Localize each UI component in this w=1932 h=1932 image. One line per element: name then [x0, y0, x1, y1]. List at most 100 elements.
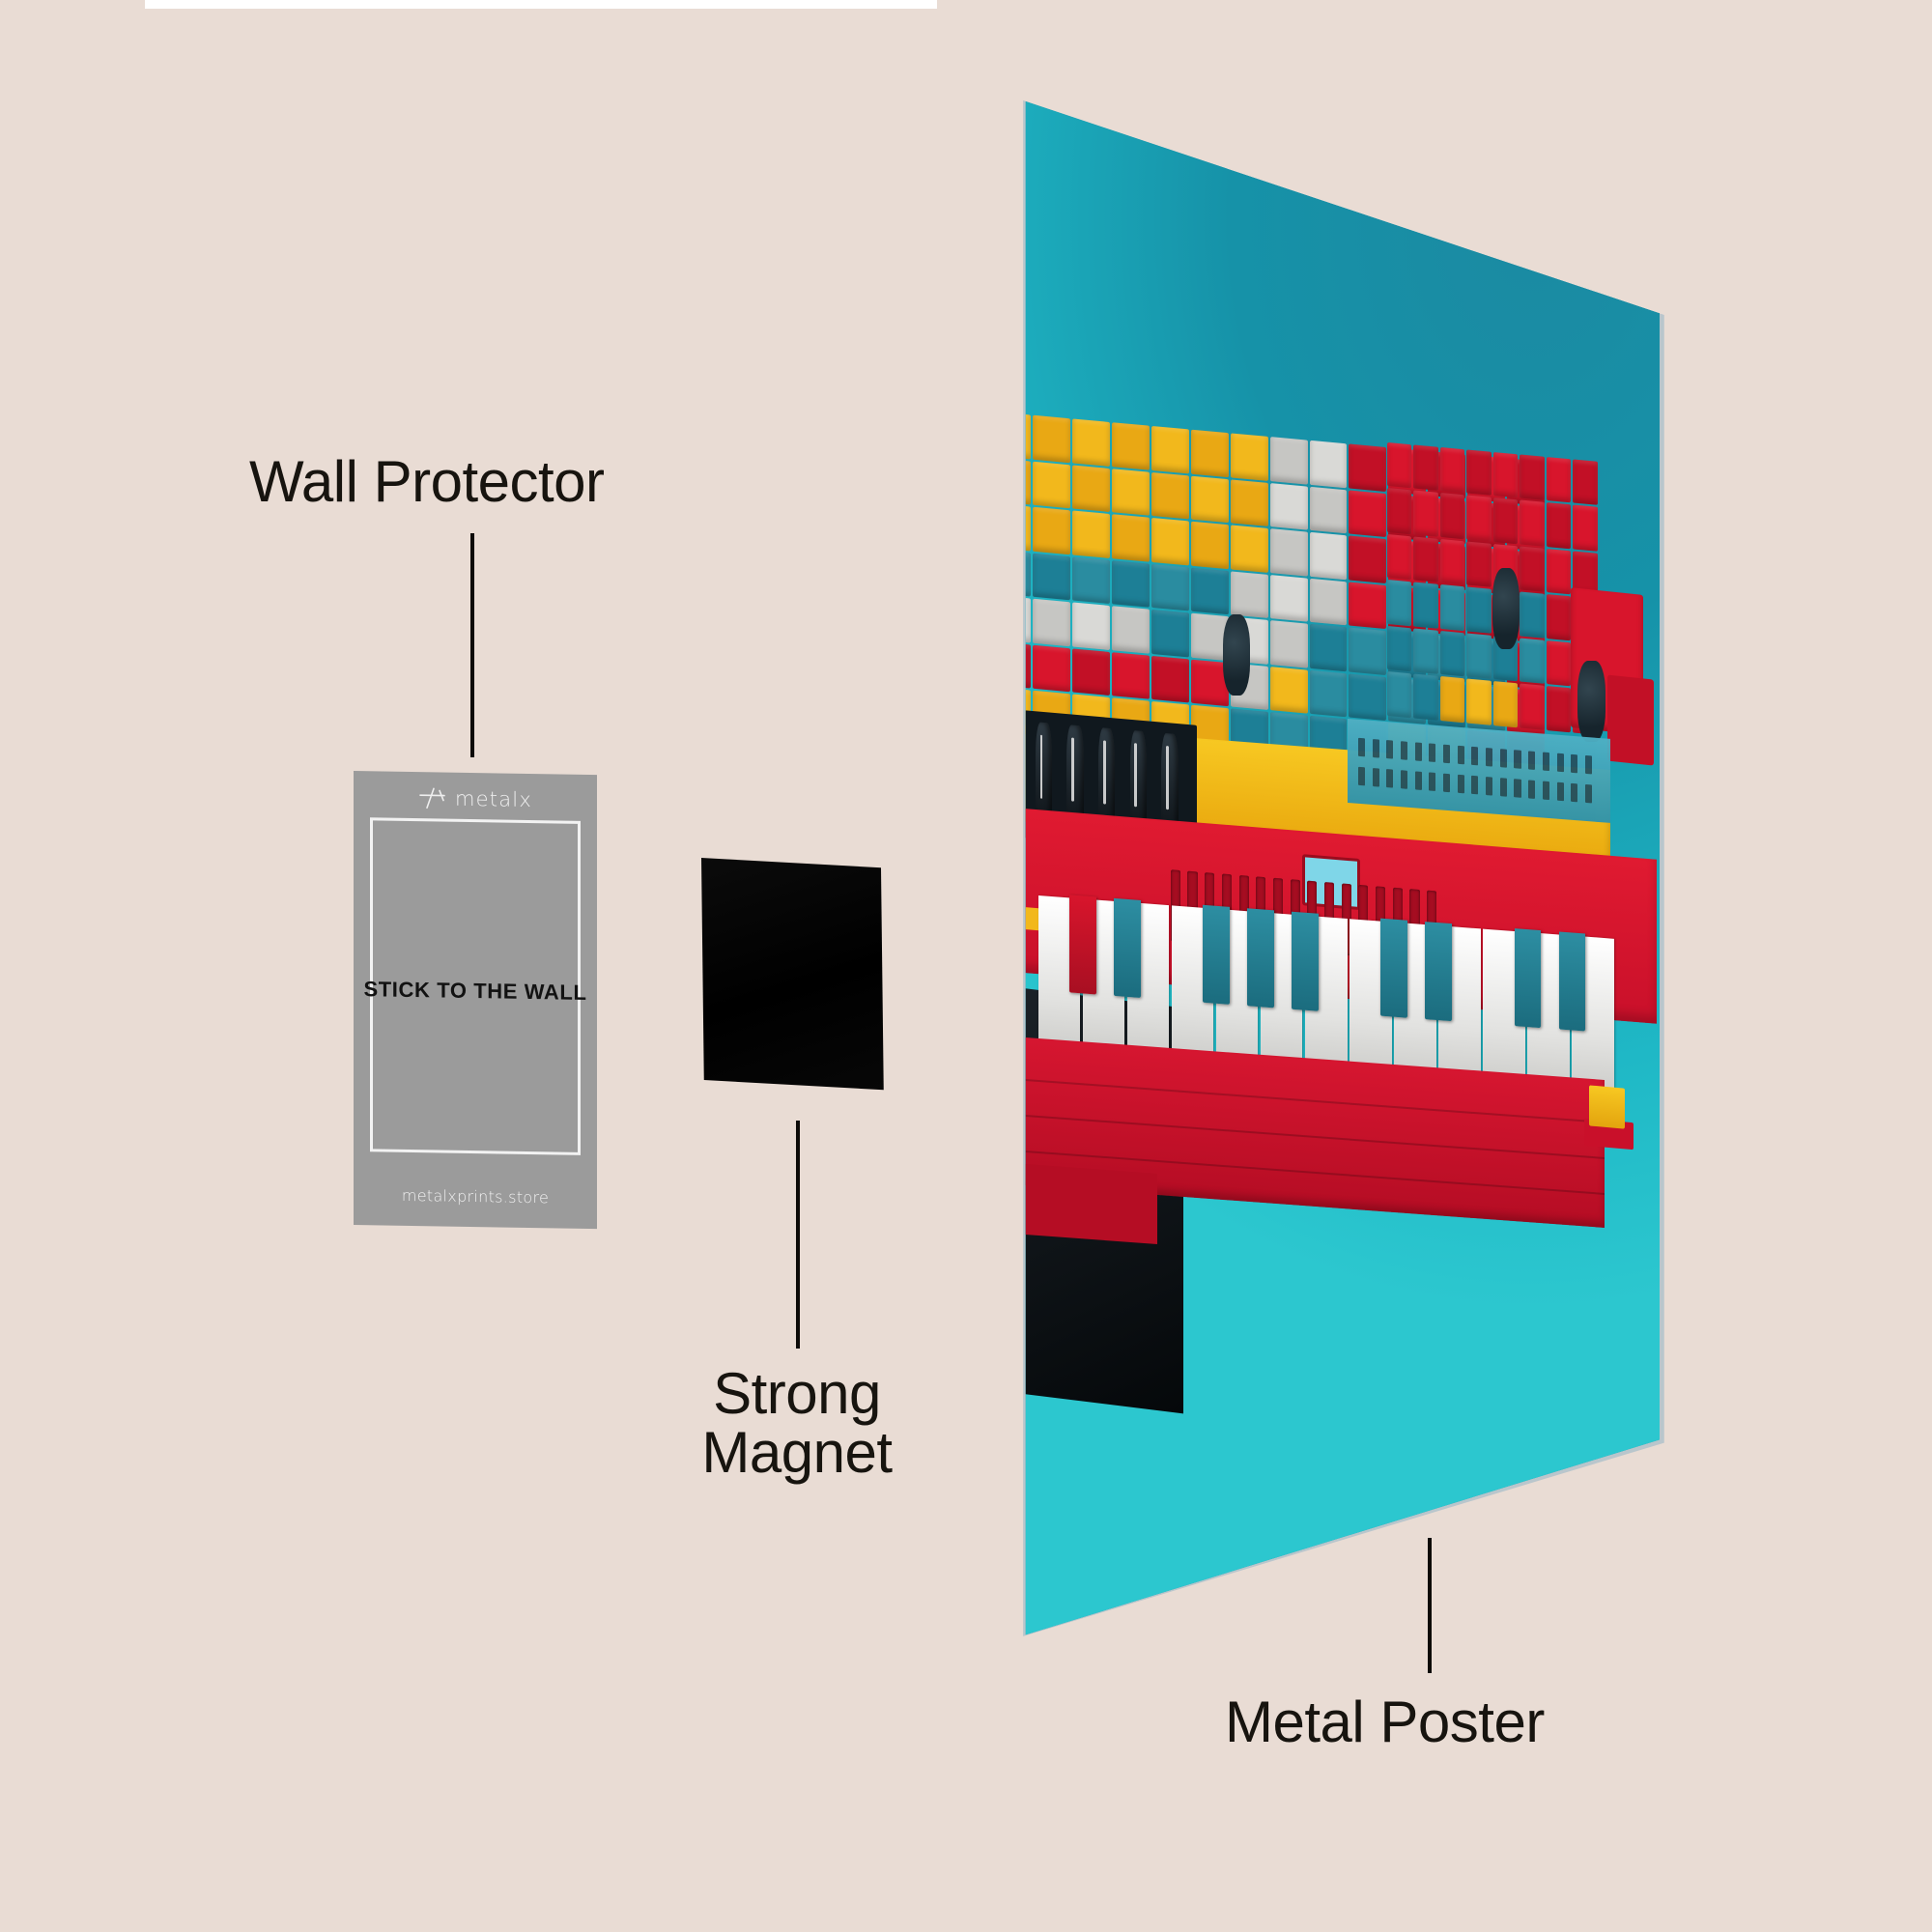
piano-black-key: [1380, 917, 1408, 1018]
lego-brick: [1111, 422, 1150, 470]
card-headline: STICK TO THE WALL: [363, 977, 587, 1005]
lego-brick: [1269, 574, 1308, 623]
lego-brick: [1032, 599, 1070, 647]
loose-brick-top: [1588, 1084, 1625, 1129]
piano-black-key: [1425, 921, 1453, 1022]
lego-brick: [1190, 429, 1229, 477]
lego-brick: [1386, 534, 1412, 582]
piano-black-key: [1069, 894, 1097, 995]
lego-brick: [1520, 638, 1545, 685]
panel-micro-control: [1499, 749, 1507, 769]
lego-brick: [1269, 528, 1308, 577]
lego-brick: [1151, 471, 1189, 520]
label-wall-protector: Wall Protector: [249, 449, 605, 514]
lego-brick: [1111, 514, 1150, 562]
lego-brick: [1309, 440, 1348, 488]
lego-brick: [1349, 535, 1387, 583]
strong-magnet-square[interactable]: [701, 858, 884, 1091]
synth-knob: [1019, 719, 1020, 830]
lego-brick: [1413, 536, 1438, 583]
panel-micro-control: [1443, 745, 1451, 764]
lego-brick: [1190, 475, 1229, 524]
lego-brick: [1032, 553, 1070, 601]
panel-micro-control: [1486, 748, 1493, 768]
lego-brick: [1520, 546, 1545, 593]
lego-brick: [1439, 447, 1465, 495]
lego-brick: [1032, 414, 1070, 463]
lego-nub-cluster-small: [1606, 674, 1654, 765]
lego-brick: [1386, 671, 1412, 719]
panel-micro-control: [1499, 778, 1507, 797]
lego-brick: [1309, 624, 1348, 672]
lego-brick: [1546, 640, 1571, 687]
lego-brick: [1309, 532, 1348, 581]
speaker-grill-far-right: [1577, 661, 1605, 743]
panel-micro-control: [1386, 740, 1394, 760]
panel-micro-control: [1372, 768, 1379, 787]
lego-brick: [1349, 673, 1387, 722]
lego-brick: [1466, 496, 1492, 543]
lego-brick: [1439, 493, 1465, 540]
leader-line-metal-poster: [1428, 1538, 1432, 1673]
panel-micro-control: [1386, 769, 1394, 788]
lego-brick: [1071, 465, 1110, 513]
panel-micro-control: [1400, 741, 1407, 761]
leader-line-wall-protector: [470, 533, 474, 757]
metalx-cross-logo-icon: [418, 787, 447, 810]
panel-micro-control: [1556, 781, 1564, 802]
lego-brick: [1349, 490, 1387, 538]
panel-micro-control: [1471, 747, 1479, 766]
lego-brick: [1572, 459, 1598, 506]
lego-brick: [1230, 571, 1268, 619]
piano-black-key: [1514, 927, 1542, 1029]
lego-brick: [1071, 418, 1110, 467]
panel-micro-control: [1571, 754, 1578, 774]
lego-brick: [1269, 620, 1308, 668]
lego-brick: [1439, 539, 1465, 585]
lego-brick: [1466, 633, 1492, 680]
lego-brick: [1492, 681, 1519, 728]
panel-micro-control: [1584, 783, 1592, 804]
lego-brick: [1032, 506, 1070, 555]
lego-brick: [1546, 686, 1571, 733]
plinth-seam: [1025, 1112, 1605, 1159]
top-white-strip: [145, 0, 937, 9]
lego-brick: [1309, 578, 1348, 626]
wall-protector-card[interactable]: metalx STICK TO THE WALL metalxprints.st…: [354, 771, 597, 1230]
lego-brick: [1572, 505, 1598, 553]
piano-black-key: [1114, 897, 1142, 999]
lego-brick: [1413, 674, 1438, 721]
lego-brick: [1349, 627, 1387, 676]
lego-brick: [1466, 679, 1492, 725]
lego-brick: [1413, 444, 1438, 492]
lego-brick: [1492, 452, 1519, 499]
lego-brick: [1111, 468, 1150, 516]
brand-name: metalx: [455, 786, 532, 811]
label-metal-poster: Metal Poster: [1225, 1690, 1545, 1754]
piano-black-key: [1558, 930, 1586, 1032]
panel-micro-control: [1528, 780, 1536, 800]
lego-brick: [1111, 652, 1150, 700]
artwork-layers: [1019, 101, 1660, 1634]
lego-brick: [1190, 567, 1229, 615]
panel-micro-control: [1584, 755, 1592, 776]
panel-micro-control: [1400, 770, 1407, 789]
poster-artwork: [1019, 101, 1660, 1635]
panel-micro-control: [1443, 773, 1451, 793]
lego-brick: [1386, 442, 1412, 490]
lego-brick: [1439, 631, 1465, 677]
lego-brick: [1413, 491, 1438, 538]
lego-brick: [1439, 584, 1465, 632]
panel-micro-control: [1457, 774, 1464, 794]
lego-brick: [1413, 582, 1438, 629]
speaker-grill-right: [1492, 567, 1520, 649]
lego-brick: [1492, 497, 1519, 545]
poster-face: [1019, 101, 1660, 1635]
lego-brick: [1520, 684, 1545, 730]
metal-poster[interactable]: [1019, 92, 1676, 1652]
lego-brick: [1151, 655, 1189, 703]
lego-brick: [1309, 669, 1348, 718]
leader-line-strong-magnet: [796, 1121, 800, 1349]
lego-brick: [1546, 549, 1571, 595]
lego-brick: [1032, 644, 1070, 693]
